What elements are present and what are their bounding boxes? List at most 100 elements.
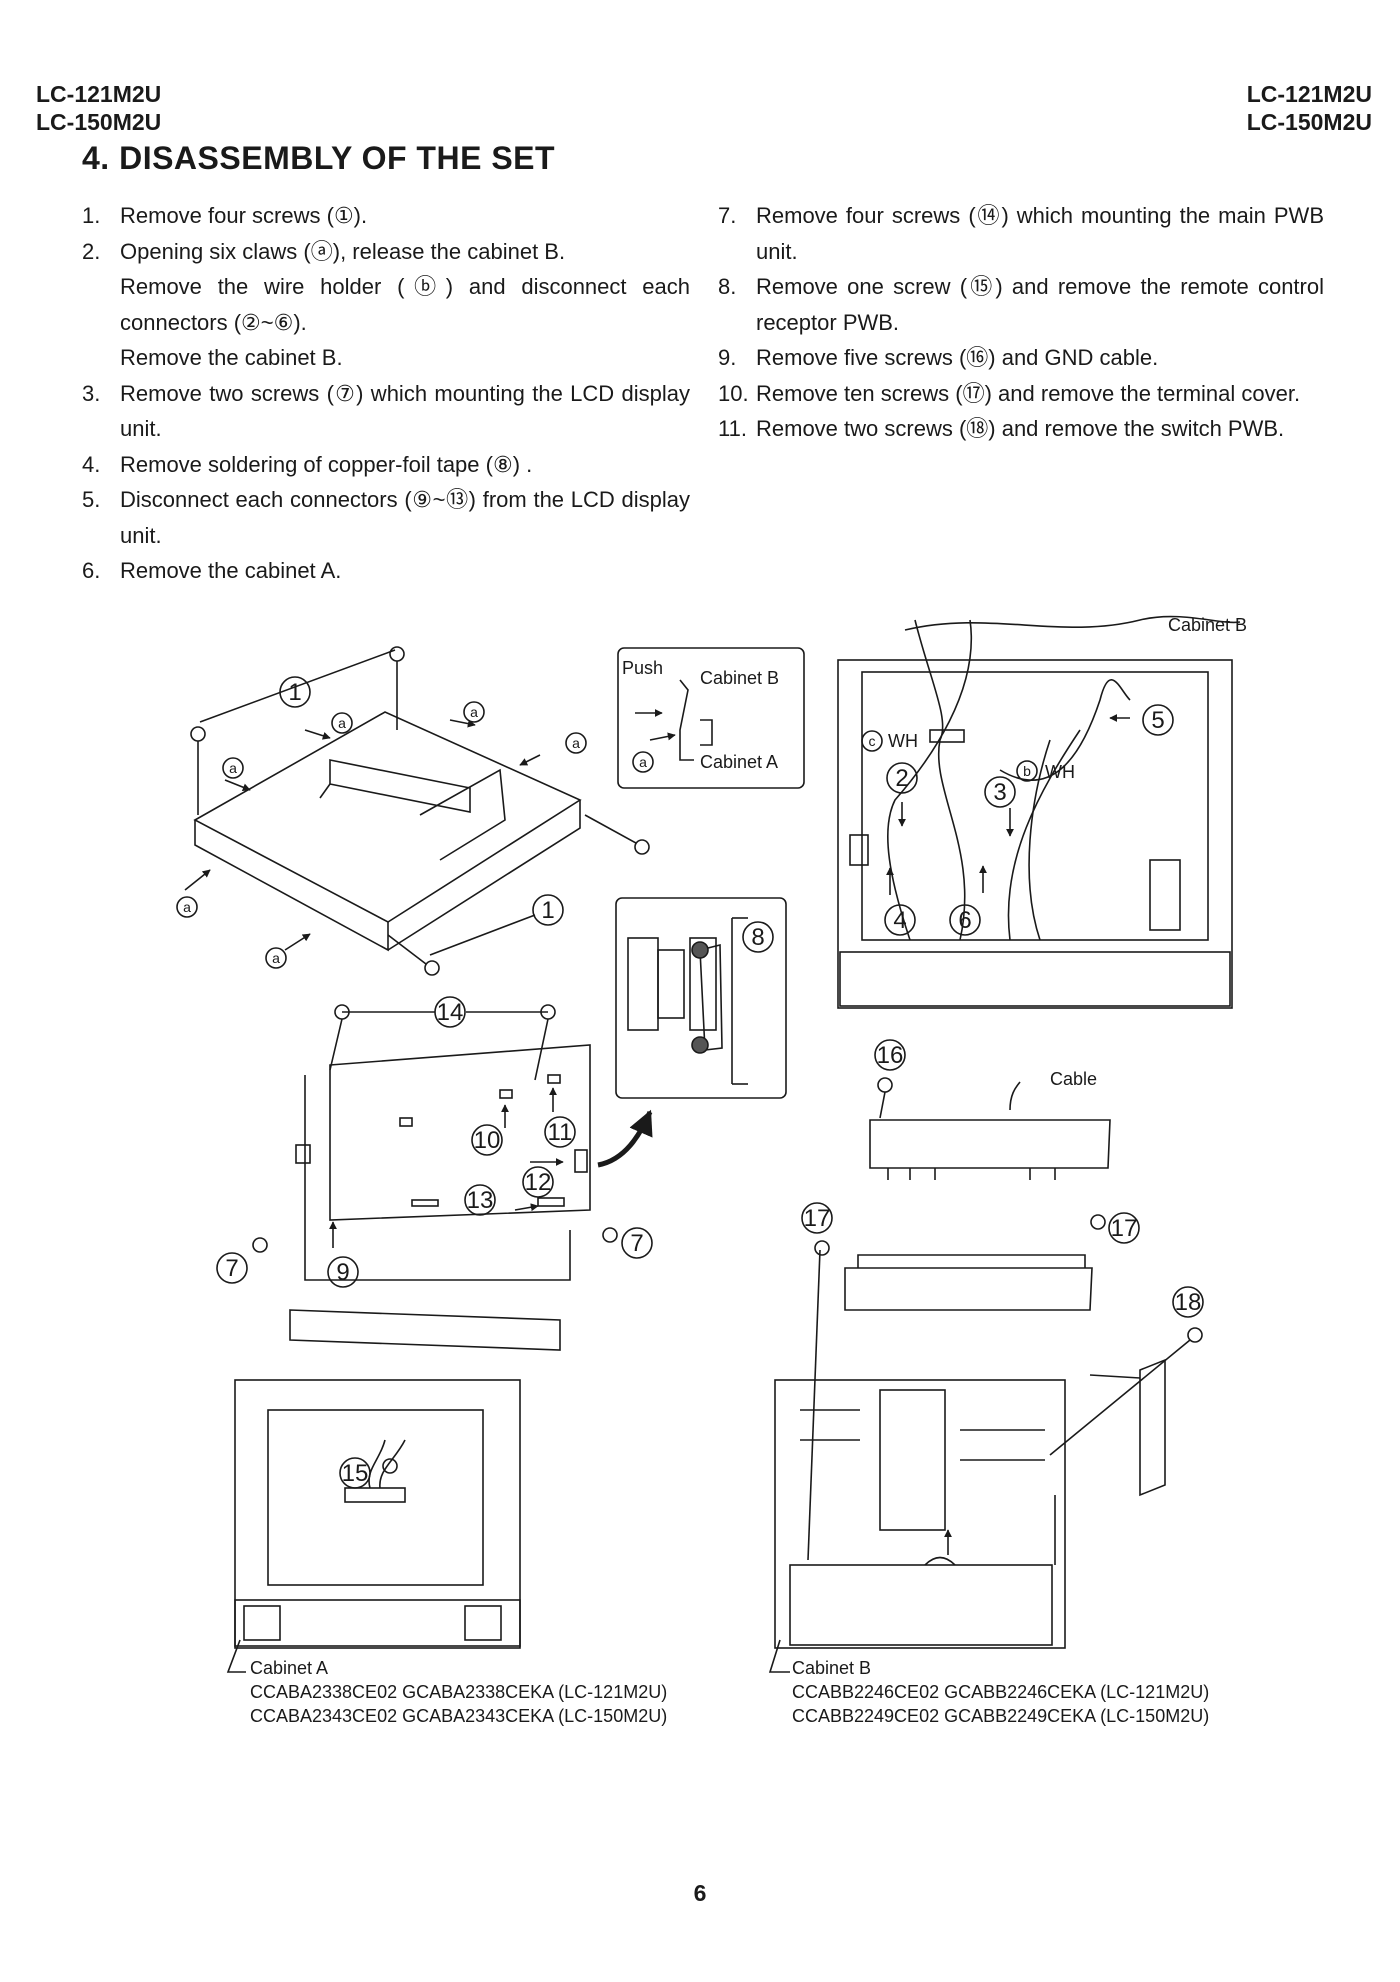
svg-text:7: 7 (225, 1255, 238, 1282)
step-text: Remove the cabinet B. (120, 345, 343, 370)
screw-icon (877, 1077, 893, 1119)
step: 2. Opening six claws (ⓐ), release the ca… (82, 234, 690, 270)
callout-number: 3 (984, 776, 1016, 808)
page-number: 6 (693, 1880, 707, 1906)
svg-text:9: 9 (336, 1259, 349, 1286)
callout-number: 2 (886, 762, 918, 794)
callout-number: 1 (279, 676, 311, 708)
cabinet-b-drawing (774, 1249, 1066, 1649)
svg-text:17: 17 (804, 1205, 831, 1232)
svg-text:8: 8 (751, 924, 764, 951)
step: 11. Remove two screws (⑱) and remove the… (718, 411, 1324, 447)
step: 9. Remove five screws (⑯) and GND cable. (718, 340, 1324, 376)
svg-text:14: 14 (437, 999, 464, 1026)
svg-text:5: 5 (1151, 707, 1164, 734)
callout-number: 6 (949, 904, 981, 936)
caption-leader (768, 1639, 790, 1673)
callout-number: 17 (1108, 1212, 1140, 1244)
svg-text:6: 6 (958, 907, 971, 934)
screw-icon (190, 726, 206, 815)
cabinet-b-caption: Cabinet B CCABB2246CE02 GCABB2246CEKA (L… (792, 1656, 1209, 1728)
screw-icon (389, 646, 405, 730)
step: 5. Disconnect each connectors (⑨~⑬) from… (82, 482, 690, 553)
svg-text:a: a (470, 704, 478, 720)
screw-icon (602, 1227, 618, 1243)
cable-label: Cable (1050, 1069, 1097, 1089)
callout-number: 5 (1142, 704, 1174, 736)
step: 6. Remove the cabinet A. (82, 553, 690, 589)
step-number: 8. (718, 274, 737, 299)
screw-icon (382, 1458, 398, 1474)
svg-text:a: a (272, 950, 280, 966)
svg-text:a: a (572, 735, 580, 751)
callout-number: 1 (532, 894, 564, 926)
claw-letter: a (176, 896, 198, 918)
svg-text:a: a (183, 899, 191, 915)
step-text: Remove two screws (⑱) and remove the swi… (756, 416, 1285, 441)
caption-leader (226, 1639, 246, 1673)
screw-icon (1049, 1327, 1203, 1456)
model-name: LC-150M2U (1246, 109, 1372, 135)
svg-text:a: a (338, 715, 346, 731)
svg-text:a: a (229, 760, 237, 776)
step-number: 3. (82, 380, 101, 406)
svg-text:13: 13 (467, 1187, 494, 1214)
step: 4. Remove soldering of copper-foil tape … (82, 447, 690, 483)
svg-text:15: 15 (342, 1460, 369, 1487)
cabinet-a-drawing (234, 1379, 521, 1649)
caption-label: Cabinet A (250, 1658, 329, 1678)
claw-letter: a (331, 712, 353, 734)
model-name: LC-121M2U (36, 81, 162, 107)
step-text: Disconnect each connectors (⑨~⑬) from th… (120, 487, 690, 548)
step-text: Remove five screws (⑯) and GND cable. (756, 345, 1159, 370)
callout-number: 8 (742, 921, 774, 953)
part-numbers: CCABA2343CE02 GCABA2343CEKA (LC-150M2U) (250, 1706, 668, 1726)
disassembly-figure: 1 1 a a a a a a Push Cabinet B Cabinet A… (176, 615, 1247, 1673)
part-numbers: CCABB2249CE02 GCABB2249CEKA (LC-150M2U) (792, 1706, 1210, 1726)
step-text: Opening six claws (ⓐ), release the cabin… (120, 238, 566, 264)
step-number: 5. (82, 487, 101, 512)
callout-number: 16 (874, 1039, 906, 1071)
svg-text:1: 1 (541, 897, 554, 924)
caption-label: Cabinet B (792, 1658, 872, 1678)
step-number: 1. (82, 203, 101, 228)
wh-label: WH (888, 731, 918, 751)
step-text: Remove two screws (⑦) which mounting the… (120, 380, 690, 442)
svg-text:11: 11 (548, 1119, 573, 1146)
cabinet-a-caption: Cabinet A CCABA2338CE02 GCABA2338CEKA (L… (250, 1656, 667, 1728)
header-models-right: LC-121M2U LC-150M2U (1247, 80, 1372, 136)
callout-number: 12 (522, 1166, 554, 1198)
svg-text:16: 16 (877, 1042, 904, 1069)
screw-icon (584, 814, 650, 855)
svg-text:10: 10 (474, 1127, 501, 1154)
svg-text:3: 3 (993, 779, 1006, 806)
svg-text:b: b (1023, 763, 1031, 779)
claw-letter: a (632, 751, 654, 773)
callout-number: 4 (884, 904, 916, 936)
header-models-left: LC-121M2U LC-150M2U (36, 80, 161, 136)
claw-letter: a (565, 732, 587, 754)
part-numbers: CCABB2246CE02 GCABB2246CEKA (LC-121M2U) (792, 1682, 1210, 1702)
wire-letter: c (861, 730, 883, 752)
step-text: Remove four screws (①). (120, 203, 368, 228)
step-number: 10. (718, 380, 749, 406)
claw-letter: a (463, 701, 485, 723)
cabinet-b-label: Cabinet B (700, 668, 779, 688)
callout-number: 11 (544, 1116, 576, 1148)
callout-number: 9 (327, 1256, 359, 1288)
model-name: LC-150M2U (36, 109, 162, 135)
callout-number: 17 (801, 1202, 833, 1234)
step-number: 11. (718, 416, 747, 441)
callout-number: 14 (434, 996, 466, 1028)
screw-icon (1090, 1214, 1106, 1230)
callout-number: 7 (621, 1227, 653, 1259)
step-text: Remove the wire holder (ⓑ) and disconnec… (120, 274, 690, 335)
callout-number: 7 (216, 1252, 248, 1284)
steps-left-column: 1. Remove four screws (①). 2. Opening si… (82, 198, 690, 589)
terminal-cover-drawing: Cable (814, 1069, 1203, 1497)
svg-text:12: 12 (525, 1169, 552, 1196)
main-pwb-drawing (289, 1004, 653, 1351)
wh-label: WH (1045, 762, 1075, 782)
push-claw-detail: Push Cabinet B Cabinet A a (617, 647, 805, 789)
step-text: Remove four screws (⑭) which mounting th… (756, 203, 1324, 264)
